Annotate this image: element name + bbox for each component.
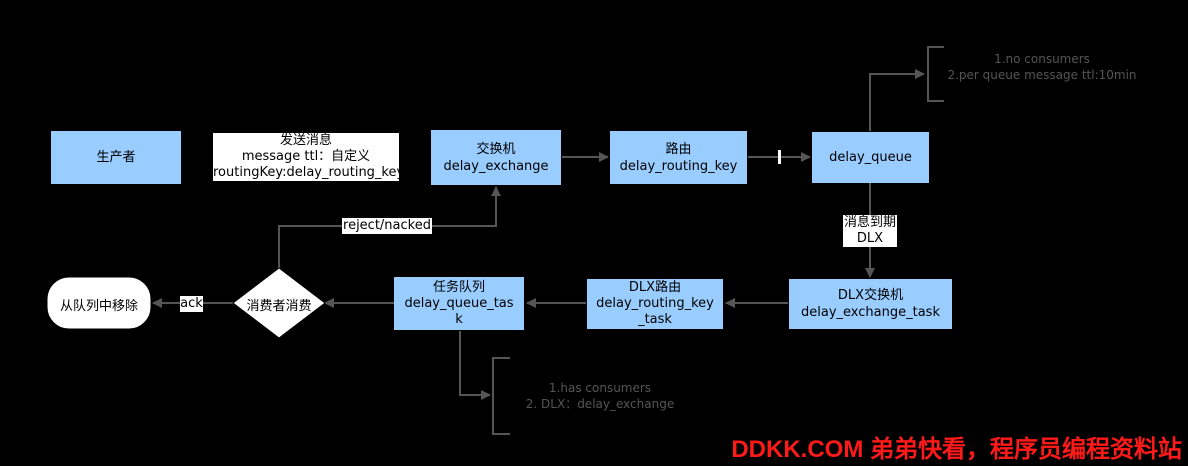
exchange-title: 交换机: [476, 141, 516, 157]
watermark-text: DDKK.COM 弟弟快看，程序员编程资料站: [731, 436, 1182, 463]
queue-bottom-note: 1.has consumers 2. DLX：delay_exchange: [500, 380, 700, 412]
expire-line-2: DLX: [856, 231, 884, 246]
dlx-routing-node: DLX路由 delay_routing_key _task: [587, 279, 723, 329]
edge-queue-note-top: [869, 69, 925, 131]
send-line-2: message ttl：自定义: [241, 149, 371, 164]
task-queue-name-cont: k: [455, 311, 463, 327]
queue-bottom-note-1: 1.has consumers: [548, 381, 652, 395]
task-queue-name: delay_queue_tas: [404, 295, 514, 311]
edge-marker: [778, 150, 781, 164]
task-queue-node: 任务队列 delay_queue_tas k: [394, 277, 524, 330]
consumer-diamond: [232, 267, 326, 339]
exchange-name: delay_exchange: [443, 158, 549, 174]
queue-top-note-2: 2.per queue message ttl:10min: [947, 68, 1137, 82]
queue-bottom-note-2: 2. DLX：delay_exchange: [525, 397, 675, 411]
send-message-label: 发送消息 message ttl：自定义 routingKey:delay_ro…: [213, 133, 405, 181]
send-line-1: 发送消息: [279, 133, 332, 148]
expire-label: 消息到期 DLX: [843, 215, 897, 247]
delay-queue-node: delay_queue: [812, 132, 929, 183]
routing-key: delay_routing_key: [619, 158, 738, 174]
dlx-routing-title: DLX路由: [628, 280, 682, 295]
remove-terminal: [46, 276, 152, 330]
task-queue-title: 任务队列: [432, 279, 485, 295]
producer-node: 生产者: [51, 131, 181, 184]
ack-label: ack: [180, 296, 203, 312]
send-line-3: routingKey:delay_routing_key: [213, 165, 405, 180]
bracket-top-note: [927, 46, 944, 102]
queue-top-note: 1.no consumers 2.per queue message ttl:1…: [930, 51, 1154, 83]
expire-line-1: 消息到期: [843, 215, 896, 230]
remove-label: 从队列中移除: [59, 299, 138, 314]
exchange-node: 交换机 delay_exchange: [431, 130, 561, 185]
dlx-routing-key-cont: _task: [638, 312, 672, 327]
routing-title: 路由: [665, 141, 692, 157]
consumer-label: 消费者消费: [246, 299, 312, 314]
reject-label: reject/nacked: [342, 218, 432, 234]
dlx-routing-key: delay_routing_key: [596, 296, 714, 311]
bracket-bottom-note: [492, 357, 510, 435]
delay-queue-label: delay_queue: [829, 150, 912, 165]
dlx-exchange-node: DLX交换机 delay_exchange_task: [789, 279, 952, 329]
dlx-exchange-name: delay_exchange_task: [801, 305, 940, 320]
queue-top-note-1: 1.no consumers: [994, 52, 1090, 66]
routing-node: 路由 delay_routing_key: [610, 131, 747, 184]
producer-label: 生产者: [96, 150, 136, 165]
edge-taskqueue-note-bottom: [459, 331, 491, 400]
dlx-exchange-title: DLX交换机: [837, 288, 904, 303]
